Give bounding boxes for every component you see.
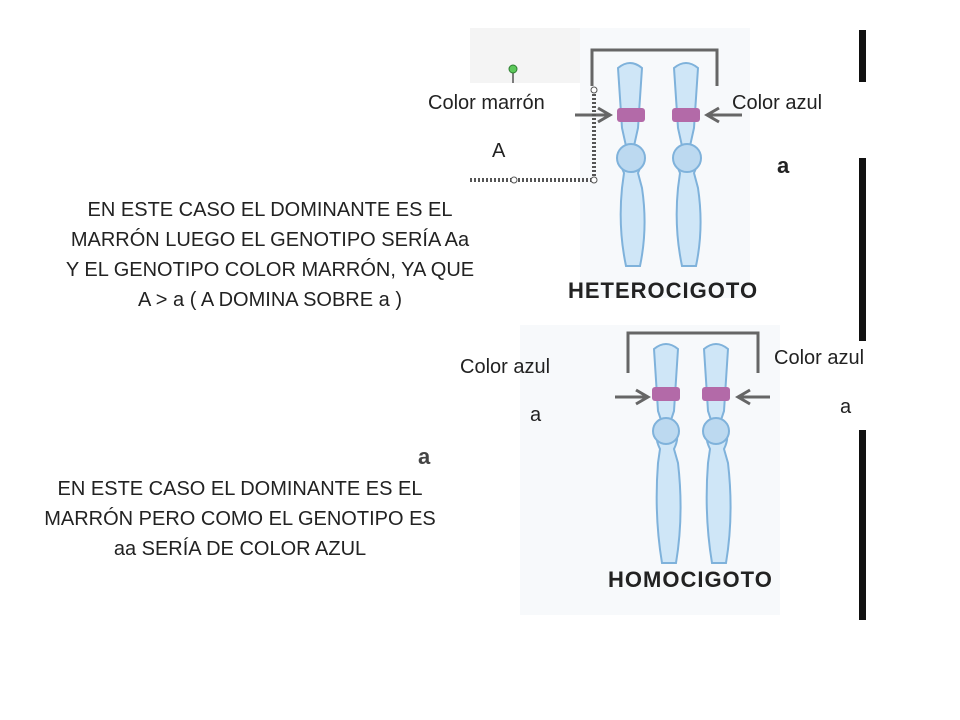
right-border-line-middle	[859, 158, 866, 341]
label-bottom-left-color: Color azul	[460, 356, 551, 378]
heterozygote-line-2: MARRÓN LUEGO EL GENOTIPO SERÍA Aa	[70, 229, 470, 251]
label-top-left-color: Color marrón	[428, 92, 545, 114]
label-top-right-color: Color azul	[732, 92, 823, 114]
homozygote-line-3: aa SERÍA DE COLOR AZUL	[113, 538, 367, 560]
heterozygote-diagram	[470, 28, 750, 298]
homozygote-title: HOMOCIGOTO	[608, 567, 773, 592]
homozygote-line-2: MARRÓN PERO COMO EL GENOTIPO ES	[44, 508, 436, 530]
heterozygote-explanation: EN ESTE CASO EL DOMINANTE ES EL MARRÓN L…	[20, 195, 520, 315]
right-border-line-bottom	[859, 430, 866, 620]
homozygote-explanation: EN ESTE CASO EL DOMINANTE ES EL MARRÓN P…	[0, 474, 480, 564]
chromosome-right	[672, 62, 702, 267]
label-stray-allele: a	[418, 444, 431, 469]
label-bottom-right-color: Color azul	[774, 347, 865, 369]
rotation-handle	[508, 64, 518, 74]
heterozygote-title: HETEROCIGOTO	[568, 278, 759, 303]
chromosome-left	[652, 343, 682, 564]
heterozygote-line-4: A > a ( A DOMINA SOBRE a )	[138, 289, 402, 311]
heterozygote-line-3: Y EL GENOTIPO COLOR MARRÓN, YA QUE	[65, 259, 475, 281]
label-top-right-allele: a	[777, 153, 790, 178]
homozygote-diagram	[520, 325, 780, 615]
label-bottom-left-allele: a	[530, 404, 542, 426]
heterozygote-line-1: EN ESTE CASO EL DOMINANTE ES EL	[87, 199, 453, 221]
label-top-left-allele: A	[492, 140, 506, 162]
right-border-line-top	[859, 30, 866, 82]
label-bottom-right-allele: a	[840, 396, 852, 418]
chromosome-left	[616, 62, 646, 267]
homozygote-line-1: EN ESTE CASO EL DOMINANTE ES EL	[57, 478, 423, 500]
chromosome-right	[702, 343, 732, 564]
